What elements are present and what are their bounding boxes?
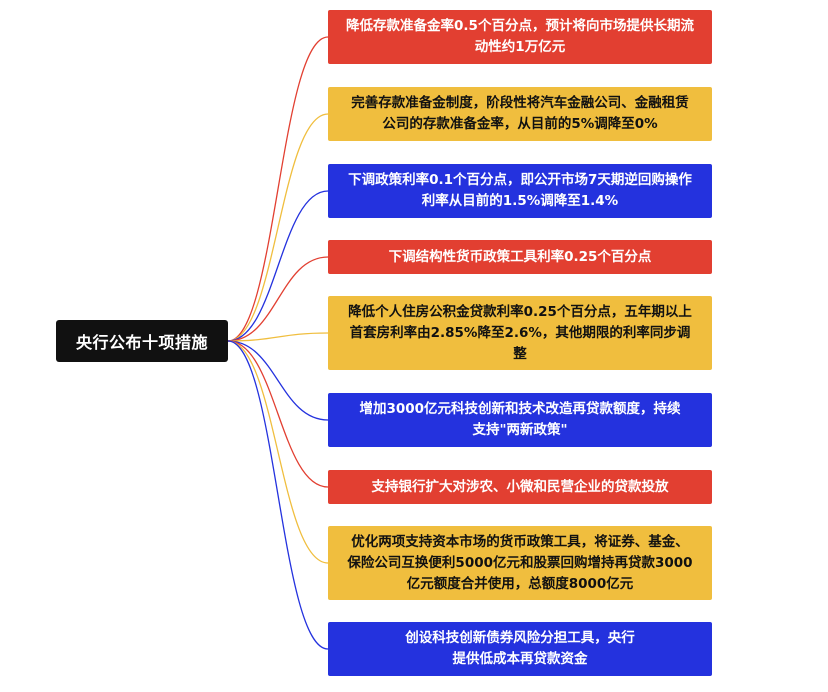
connector-line-9	[227, 340, 329, 650]
connector-line-3	[227, 190, 329, 342]
connector-line-5	[227, 332, 329, 342]
connector-line-4	[227, 256, 329, 342]
measure-node-5: 降低个人住房公积金贷款利率0.25个百分点，五年期以上首套房利率由2.85%降至…	[328, 296, 712, 370]
connector-line-6	[227, 340, 329, 421]
measure-node-1-label: 降低存款准备金率0.5个百分点，预计将向市场提供长期流动性约1万亿元	[346, 18, 694, 55]
measure-node-2: 完善存款准备金制度，阶段性将汽车金融公司、金融租赁公司的存款准备金率，从目前的5…	[328, 87, 712, 141]
measure-node-5-label: 降低个人住房公积金贷款利率0.25个百分点，五年期以上首套房利率由2.85%降至…	[348, 303, 692, 362]
connector-line-7	[227, 340, 329, 488]
connector-line-2	[227, 113, 329, 342]
measure-node-7-label: 支持银行扩大对涉农、小微和民营企业的贷款投放	[371, 478, 669, 495]
measure-node-6-label: 增加3000亿元科技创新和技术改造再贷款额度，持续支持"两新政策"	[359, 401, 681, 438]
measure-node-2-label: 完善存款准备金制度，阶段性将汽车金融公司、金融租赁公司的存款准备金率，从目前的5…	[351, 95, 689, 132]
root-node-label: 央行公布十项措施	[75, 333, 208, 352]
measure-node-7: 支持银行扩大对涉农、小微和民营企业的贷款投放	[328, 470, 712, 504]
measure-node-8: 优化两项支持资本市场的货币政策工具，将证券、基金、保险公司互换便利5000亿元和…	[328, 526, 712, 600]
measure-node-9-label: 创设科技创新债券风险分担工具，央行提供低成本再贷款资金	[405, 630, 635, 667]
measure-node-9: 创设科技创新债券风险分担工具，央行提供低成本再贷款资金	[328, 622, 712, 676]
connector-line-1	[227, 36, 329, 342]
connector-line-8	[227, 340, 329, 564]
measure-node-3: 下调政策利率0.1个百分点，即公开市场7天期逆回购操作利率从目前的1.5%调降至…	[328, 164, 712, 218]
measure-node-6: 增加3000亿元科技创新和技术改造再贷款额度，持续支持"两新政策"	[328, 393, 712, 447]
measure-node-4: 下调结构性货币政策工具利率0.25个百分点	[328, 240, 712, 274]
measure-node-1: 降低存款准备金率0.5个百分点，预计将向市场提供长期流动性约1万亿元	[328, 10, 712, 64]
measure-node-4-label: 下调结构性货币政策工具利率0.25个百分点	[388, 248, 652, 265]
measure-node-8-label: 优化两项支持资本市场的货币政策工具，将证券、基金、保险公司互换便利5000亿元和…	[347, 533, 693, 592]
measure-node-3-label: 下调政策利率0.1个百分点，即公开市场7天期逆回购操作利率从目前的1.5%调降至…	[348, 172, 692, 209]
root-node: 央行公布十项措施	[56, 320, 228, 362]
